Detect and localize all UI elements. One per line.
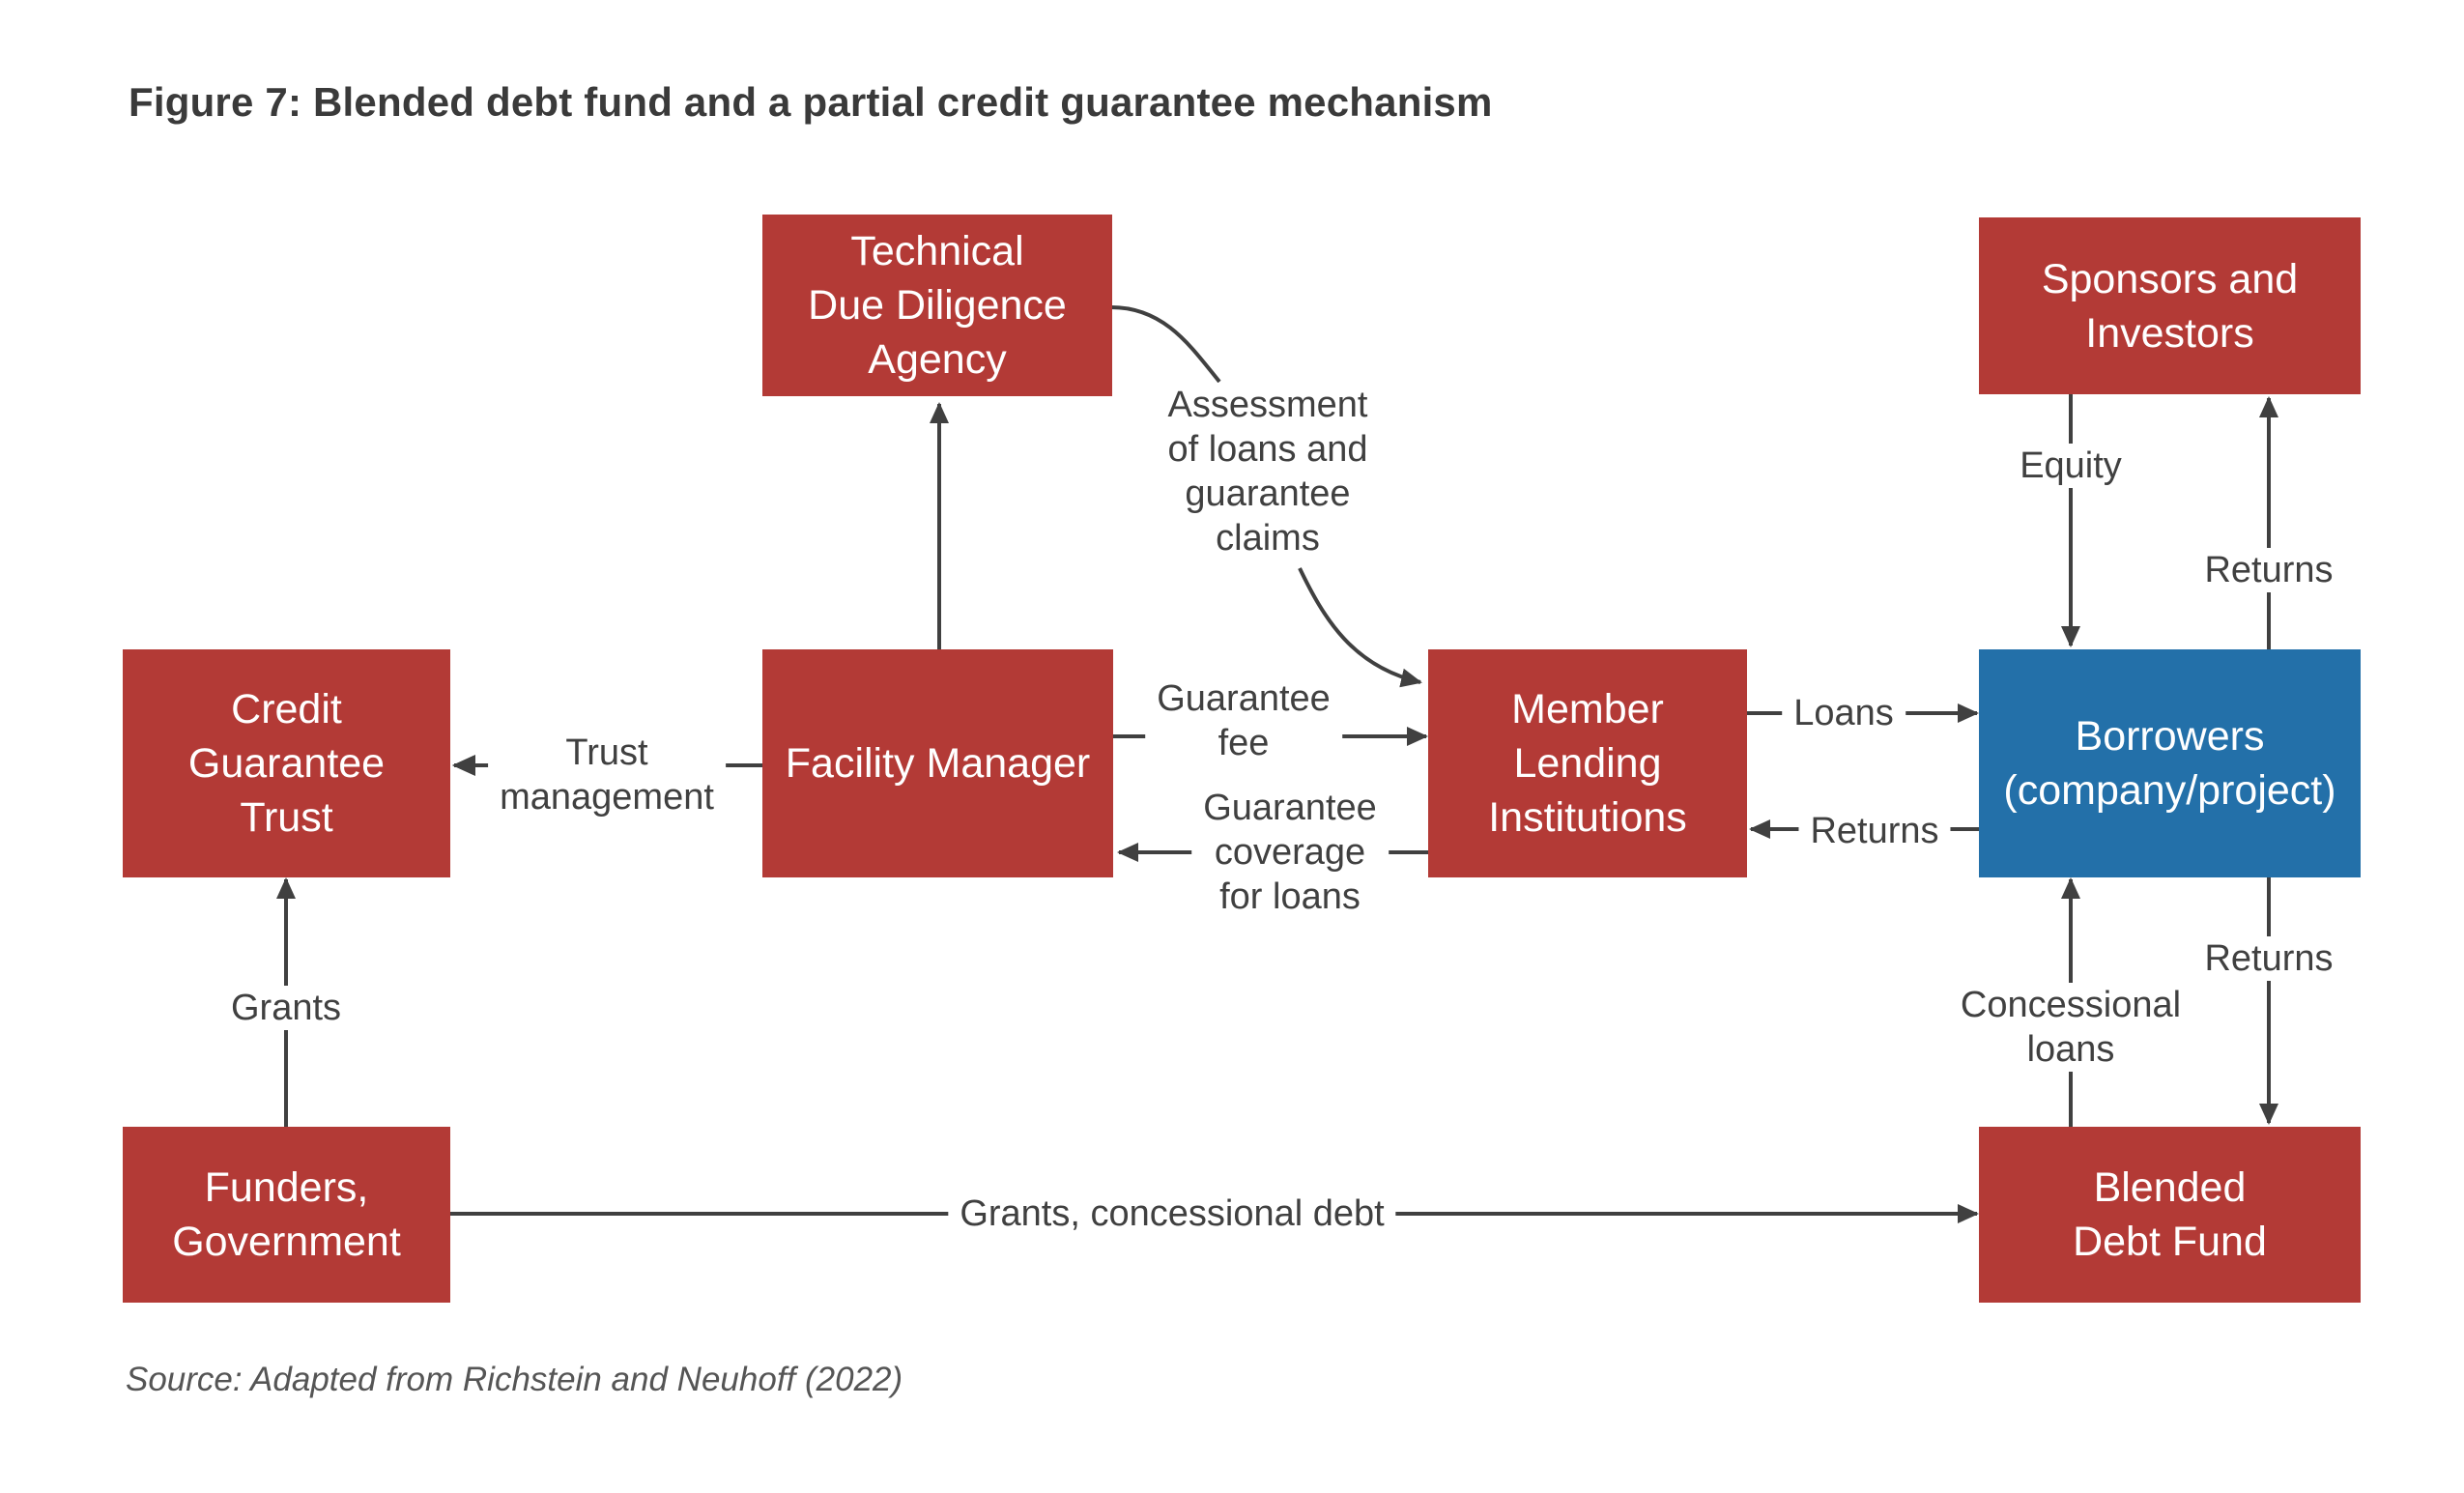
node-credit-guarantee-trust: Credit Guarantee Trust — [123, 649, 450, 877]
node-facility-manager: Facility Manager — [762, 649, 1113, 877]
arrowhead-trust-left — [452, 755, 475, 776]
node-funders-government: Funders, Government — [123, 1127, 450, 1303]
label-returns-bdf: Returns — [2192, 936, 2345, 981]
arrow-assessment-end — [1298, 567, 1422, 688]
label-grants-concessional-debt: Grants, concessional debt — [948, 1192, 1396, 1236]
label-grants: Grants — [218, 986, 354, 1030]
label-assessment: Assessment of loans and guarantee claims — [1156, 383, 1380, 560]
label-trust-management: Trust management — [488, 731, 726, 819]
arrow-assessment — [1110, 305, 1221, 384]
node-technical-due-diligence-agency: Technical Due Diligence Agency — [762, 215, 1112, 396]
label-returns-mli: Returns — [1798, 809, 1951, 853]
label-guarantee-coverage: Guarantee coverage for loans — [1191, 786, 1389, 919]
node-sponsors-and-investors: Sponsors and Investors — [1979, 217, 2361, 394]
node-borrowers: Borrowers (company/project) — [1979, 649, 2361, 877]
label-guarantee-fee: Guarantee fee — [1145, 676, 1342, 765]
figure-title: Figure 7: Blended debt fund and a partia… — [129, 79, 1493, 125]
node-member-lending-institutions: Member Lending Institutions — [1428, 649, 1747, 877]
label-returns-sponsors: Returns — [2192, 548, 2345, 592]
label-concessional-loans: Concessional loans — [1948, 983, 2193, 1072]
node-blended-debt-fund: Blended Debt Fund — [1979, 1127, 2361, 1303]
label-loans: Loans — [1782, 691, 1905, 735]
source-note: Source: Adapted from Richstein and Neuho… — [126, 1361, 903, 1398]
label-equity: Equity — [2008, 444, 2134, 488]
